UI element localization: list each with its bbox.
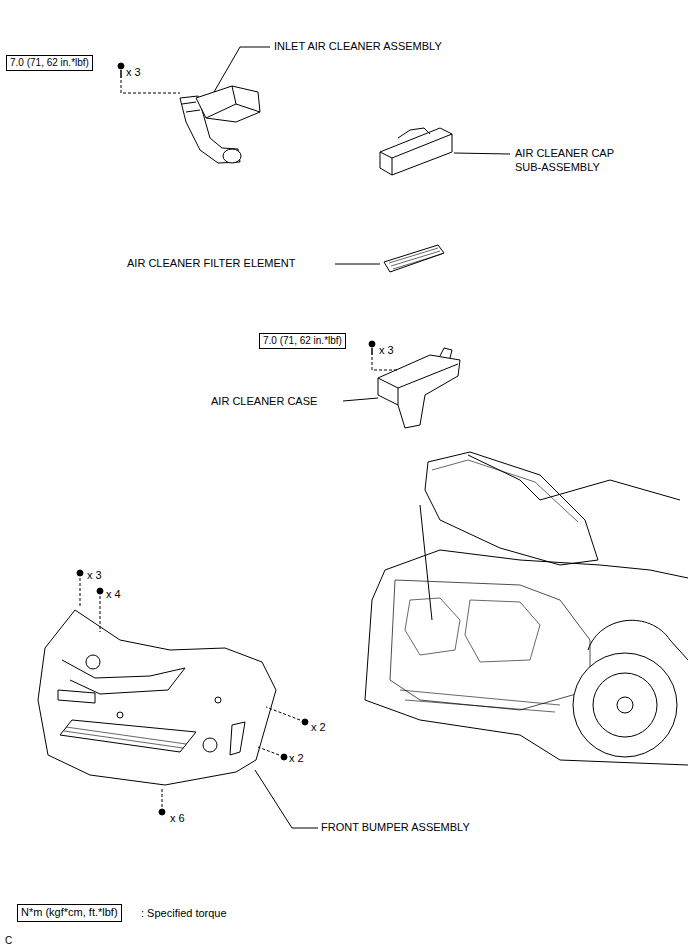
filter-element [335,245,444,272]
torque-value: N*m (kgf*cm, ft.*lbf) [21,906,124,919]
legend-text: : Specified torque [141,907,227,921]
part-name: FRONT BUMPER ASSEMBLY [321,821,470,835]
vehicle [365,452,688,765]
torque-value: 7.0 (71, 62 in.*lbf) [263,335,348,347]
part-name: AIR CLEANER CAP SUB-ASSEMBLY [515,147,633,175]
torque-value: 7.0 (71, 62 in.*lbf) [10,57,95,69]
front-bumper [38,570,318,828]
part-name: INLET AIR CLEANER ASSEMBLY [274,40,442,54]
quantity: x 4 [106,588,121,602]
torque-spec-box: 7.0 (71, 62 in.*lbf) [259,333,346,349]
air-cleaner-cap [380,128,510,175]
quantity: x 3 [87,569,102,583]
figure-code: C [5,935,12,948]
quantity: x 3 [126,66,141,80]
torque-unit-box: N*m (kgf*cm, ft.*lbf) [17,904,122,922]
quantity: x 6 [170,812,185,826]
torque-spec-box: 7.0 (71, 62 in.*lbf) [6,55,93,71]
quantity: x 3 [379,344,394,358]
part-name: AIR CLEANER FILTER ELEMENT [127,257,296,271]
air-cleaner-case [343,341,460,428]
quantity: x 2 [289,752,304,766]
quantity: x 2 [311,721,326,735]
part-name: AIR CLEANER CASE [211,395,317,409]
inlet-air-cleaner [118,47,270,163]
